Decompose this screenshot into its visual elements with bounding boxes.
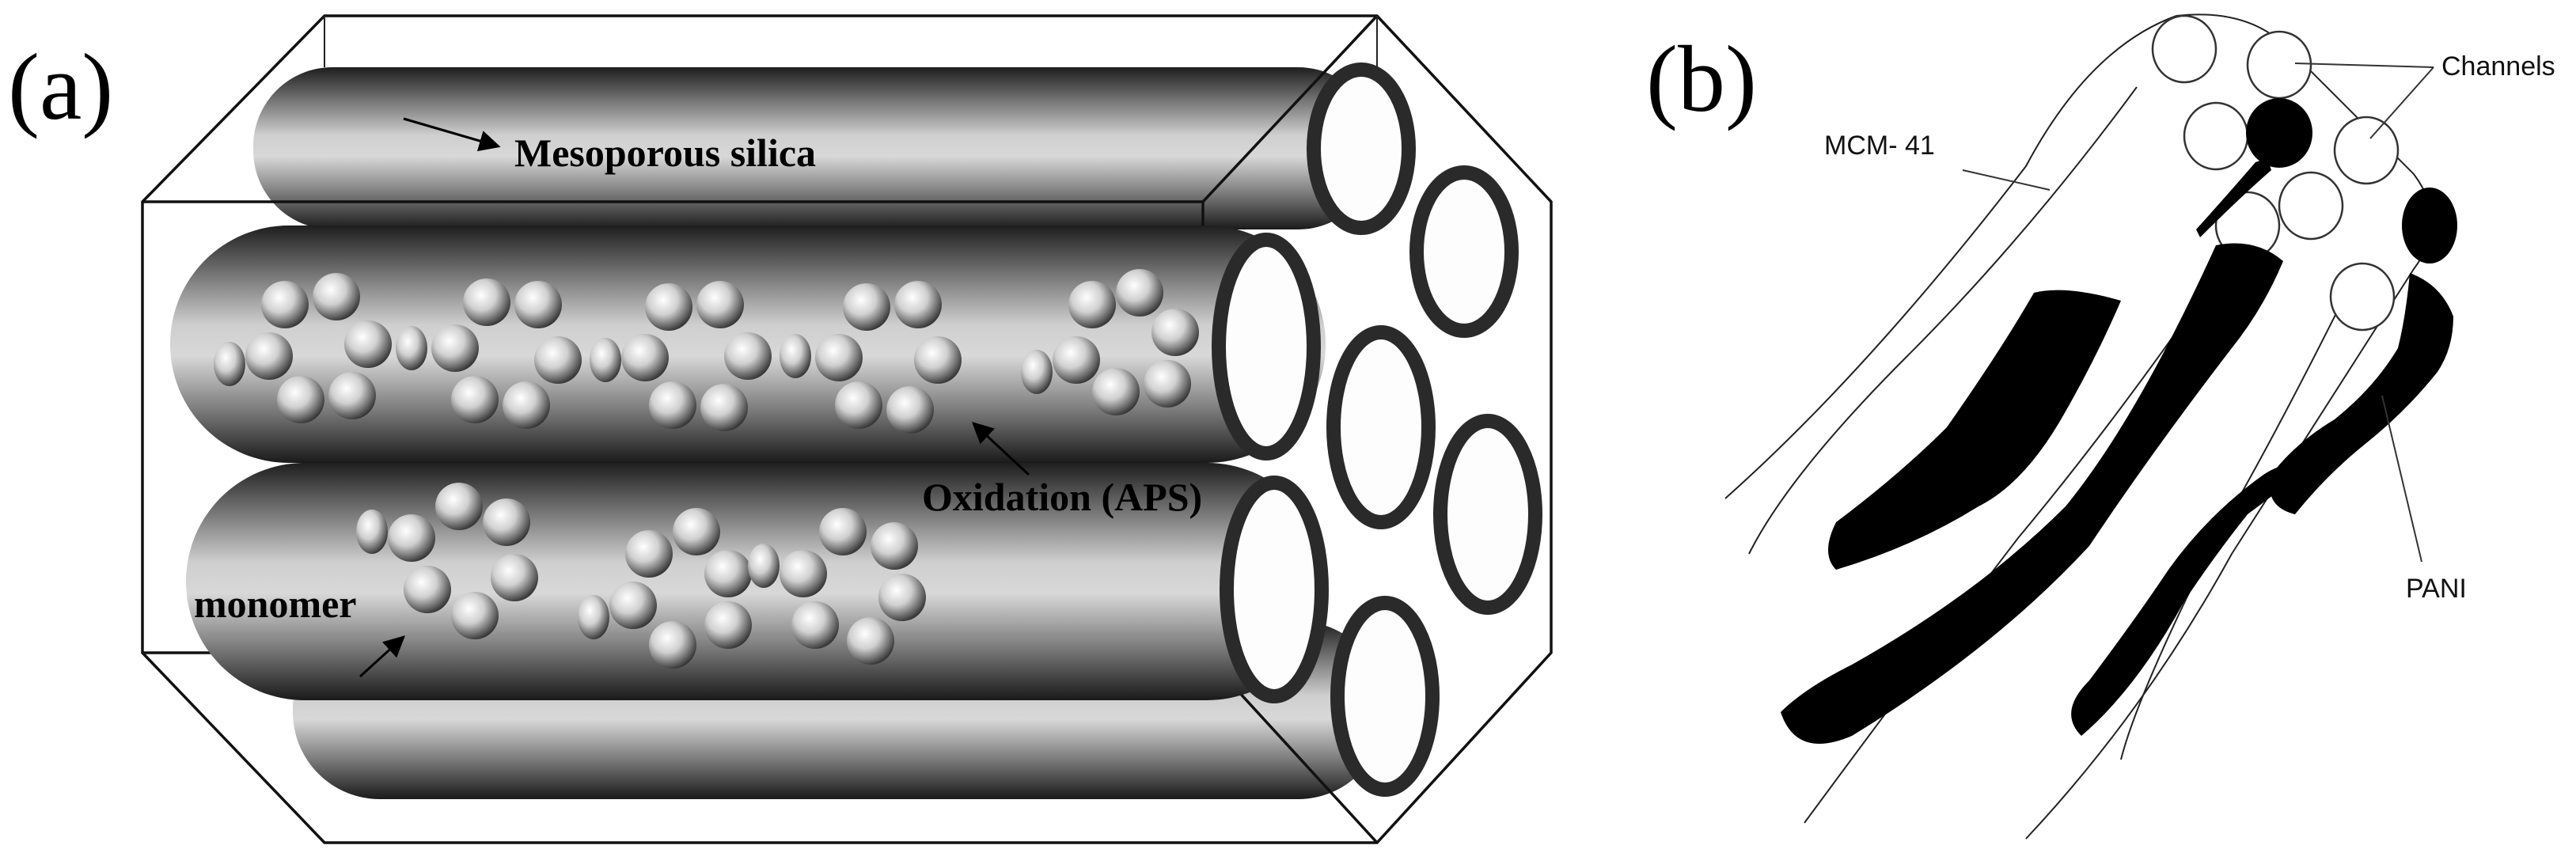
monomer-arrow bbox=[359, 635, 405, 678]
mesoporous-silica-label: Mesoporous silica bbox=[514, 131, 816, 175]
channels-label: Channels bbox=[2441, 51, 2555, 81]
mesoporous-arrow bbox=[403, 117, 501, 152]
monomer-spheres-upper bbox=[214, 269, 1199, 434]
panel-a-label: (a) bbox=[8, 34, 113, 139]
tube-end-rings bbox=[1212, 63, 1542, 797]
pani-pointer bbox=[2381, 395, 2422, 563]
oxidation-aps-label: Oxidation (APS) bbox=[922, 475, 1202, 519]
panel-b: (b) bbox=[1646, 13, 2555, 840]
channels-pointer-1 bbox=[2294, 63, 2434, 68]
monomer-label: monomer bbox=[194, 582, 357, 626]
monomer-spheres-lower bbox=[356, 483, 926, 669]
pani-label: PANI bbox=[2406, 574, 2467, 604]
pani-fibers bbox=[1781, 98, 2457, 744]
channels-pointer-2 bbox=[2369, 66, 2434, 139]
mcm41-label: MCM- 41 bbox=[1824, 131, 1935, 161]
panel-a: (a) bbox=[8, 14, 1553, 844]
mcm41-pointer bbox=[1962, 169, 2051, 191]
channel-openings bbox=[2151, 14, 2400, 332]
oxidation-arrow bbox=[972, 422, 1030, 476]
tube-top bbox=[253, 67, 1377, 229]
panel-b-label: (b) bbox=[1646, 26, 1757, 131]
